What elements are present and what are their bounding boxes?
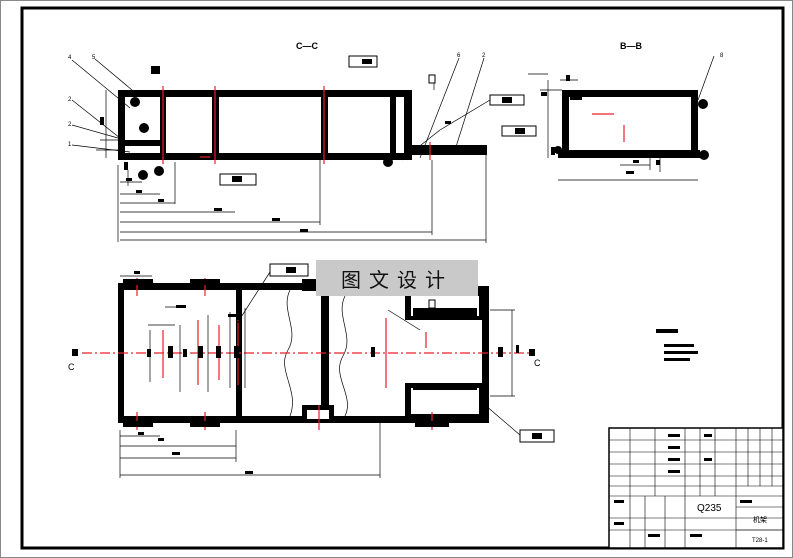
weld-mark (138, 170, 148, 180)
dimension-values-plan (134, 271, 519, 474)
drawing-frame (20, 6, 785, 550)
part-number-2c: 2 (482, 53, 486, 59)
tolerance-frames-cc (219, 74, 537, 186)
watermark-banner: 图文设计 (316, 260, 478, 296)
tolerance-frames-plan (269, 263, 555, 443)
part-number-1: 1 (68, 142, 72, 148)
part-number-2a: 2 (68, 97, 72, 103)
bb-right-post (691, 90, 698, 158)
dimension-lines-cc (71, 57, 491, 243)
title-drawing-code: T28-1 (752, 538, 768, 544)
plan-view: C C (68, 263, 555, 478)
post-4 (390, 90, 396, 160)
weld-mark (130, 97, 140, 107)
top-beam (118, 90, 412, 97)
bb-left-post (562, 90, 569, 158)
left-post (118, 90, 125, 160)
weld-mark (383, 157, 393, 167)
weld-mark (554, 146, 562, 154)
part-number-5: 5 (92, 55, 96, 61)
weld-mark (698, 99, 708, 109)
dimension-values-bb (541, 75, 660, 174)
title-block: Q235 机架 T28-1 (608, 427, 784, 549)
extension-beam (412, 145, 487, 155)
weld-mark (699, 150, 709, 160)
centerlines-cc (162, 86, 431, 164)
bolt-holes (72, 346, 535, 358)
title-drawing-name: 机架 (753, 515, 767, 524)
surface-symbol-mark (362, 59, 372, 64)
dimension-values-cc (100, 117, 451, 232)
bb-top-beam (562, 90, 698, 97)
part-number-8: 8 (720, 53, 724, 59)
section-cc-view: C—C (68, 41, 537, 243)
break-line (339, 295, 348, 417)
title-material: Q235 (697, 503, 722, 514)
weld-mark (154, 166, 164, 176)
part-number-2b: 2 (68, 122, 72, 128)
datum-marker-ab (151, 66, 160, 74)
technical-notes (656, 329, 698, 361)
bb-bottom-beam (558, 150, 700, 158)
break-line (284, 289, 293, 417)
part-number-6: 6 (457, 53, 461, 59)
dimension-lines-plan (119, 271, 521, 478)
part-number-4: 4 (68, 55, 72, 61)
view-marker-left: C (68, 362, 75, 372)
corner-bracket (125, 140, 163, 146)
plan-pads (123, 279, 449, 427)
post-5 (404, 90, 412, 160)
section-bb-view: B—B 8 (528, 41, 724, 181)
centerlines-bb (592, 113, 625, 142)
weld-mark (139, 123, 149, 133)
section-bb-label: B—B (620, 41, 642, 51)
view-marker-right: C (534, 358, 541, 368)
bottom-beam (118, 153, 412, 160)
section-cc-label: C—C (296, 41, 318, 51)
